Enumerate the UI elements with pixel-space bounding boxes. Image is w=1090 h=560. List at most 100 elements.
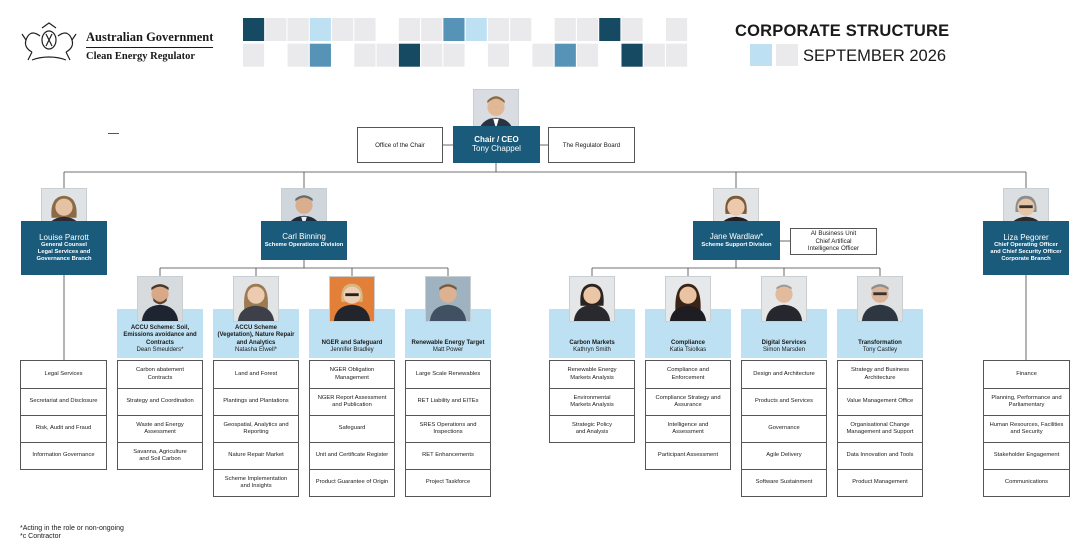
exec-role: Governance Branch [36, 255, 92, 262]
branch-person: Kathryn Smith [573, 346, 611, 353]
tony-castley-photo [857, 276, 903, 322]
mosaic-tile [287, 43, 309, 67]
list-item: Land and Forest [234, 370, 278, 377]
page-title: CORPORATE STRUCTURE [735, 22, 950, 40]
list-item: Plantings and Plantations [214, 388, 298, 415]
jane-wardlaw-box: Jane Wardlaw* Scheme Support Division [693, 221, 780, 260]
list-item: Stakeholder Engagement [984, 442, 1069, 469]
branch-title: Renewable Energy Target [411, 339, 485, 346]
coat-of-arms-icon [21, 22, 77, 61]
decorative-square [750, 44, 772, 66]
branch-title: ACCU Scheme [234, 325, 277, 332]
ceo-box: Chair / CEO Tony Chappel [453, 126, 540, 163]
decorative-mosaic [243, 18, 688, 67]
list-item: Risk, Audit and Fraud [21, 415, 106, 442]
branch-person: Jennifer Bradley [330, 346, 374, 353]
exec-role: Legal Services and [37, 249, 91, 256]
list-item: Design and Architecture [753, 370, 815, 377]
branch-renewable-energy-target: Renewable Energy Target Matt Power [405, 309, 491, 358]
branch-title: Transformation [858, 339, 902, 346]
mosaic-tile [398, 43, 421, 67]
mosaic-tile [487, 18, 510, 41]
mosaic-tile [354, 43, 376, 67]
mosaic-tile [243, 43, 265, 67]
list-item: Value Management Office [838, 388, 922, 415]
mosaic-tile [510, 18, 532, 41]
natasha-elwell-photo [233, 276, 279, 322]
regulator-board-box: The Regulator Board [548, 127, 635, 163]
branch-title: Digital Services [761, 339, 807, 346]
branch-person: Dean Smeulders* [136, 346, 184, 353]
list-item: Agile Delivery [742, 442, 826, 469]
mosaic-tile [354, 18, 376, 41]
page-subtitle: SEPTEMBER 2026 [803, 47, 947, 65]
list-item: Legal Services [44, 370, 83, 377]
mosaic-tile [554, 43, 576, 67]
ceo-name: Tony Chappel [472, 144, 521, 154]
branch-person: Tony Castley [862, 346, 898, 353]
louise-parrott-box: Louise Parrott General Counsel Legal Ser… [21, 221, 107, 275]
liza-pegorer-box: Liza Pegorer Chief Operating Officer and… [983, 221, 1069, 275]
branch-title: ACCU Scheme: Soil, [130, 325, 190, 332]
mosaic-tile [443, 43, 465, 67]
list-item: Products and Services [742, 388, 826, 415]
exec-name: Louise Parrott [39, 232, 89, 242]
kathryn-smith-photo [569, 276, 615, 322]
list-item: Secretariat and Disclosure [21, 388, 106, 415]
list-item: Strategy and Coordination [118, 388, 202, 415]
exec-name: Liza Pegorer [1003, 232, 1049, 242]
branch-title: Carbon Markets [569, 339, 615, 346]
mosaic-tile [398, 18, 421, 41]
list-item: Product Guarantee of Origin [310, 469, 394, 496]
mosaic-tile [599, 18, 621, 41]
mosaic-tile [621, 43, 643, 67]
exec-role: General Counsel [40, 242, 88, 249]
mosaic-tile [576, 18, 599, 41]
carl-binning-box: Carl Binning Scheme Operations Division [261, 221, 347, 260]
ai-unit-line: Chief Artifical [815, 237, 852, 245]
mosaic-tile [265, 18, 287, 41]
list-item: RET Liability and EITEs [406, 388, 490, 415]
footnote-acting: *Acting in the role or non-ongoing [20, 525, 124, 532]
list-item: Unit and Certificate Register [310, 442, 394, 469]
government-name: Australian Government [86, 30, 214, 44]
list-item: Finance [1016, 370, 1037, 377]
list-item: Information Governance [21, 442, 106, 469]
ai-unit-line: AI Business Unit [810, 229, 857, 237]
branch-title: Contracts [145, 339, 174, 346]
office-of-the-chair-box: Office of the Chair [357, 127, 443, 163]
mosaic-tile [576, 43, 599, 67]
stray-dash [108, 133, 119, 134]
mosaic-tile [621, 18, 643, 41]
branch-person: Simon Marsden [762, 346, 806, 353]
footnote-contractor: *c Contractor [20, 533, 61, 540]
exec-role: Scheme Operations Division [264, 241, 344, 248]
list-item: Project Taskforce [406, 469, 490, 496]
branch-person: Natasha Elwell* [234, 346, 278, 353]
header-divider [86, 47, 213, 48]
list-item: Nature Repair Market [214, 442, 298, 469]
list-item: Participant Assessment [646, 442, 730, 469]
mosaic-tile [487, 43, 510, 67]
agency-name: Clean Energy Regulator [86, 51, 196, 62]
exec-name: Carl Binning [282, 231, 326, 241]
dean-smeulders-photo [137, 276, 183, 322]
